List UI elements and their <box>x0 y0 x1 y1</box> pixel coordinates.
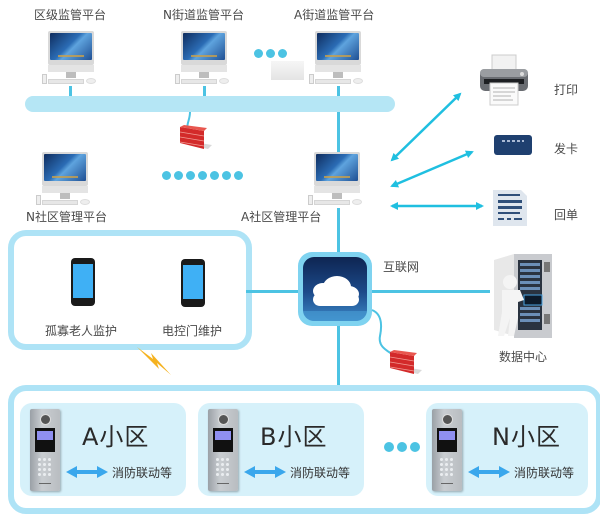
ellipsis-dot <box>174 171 183 180</box>
community-name: N小区 <box>492 423 561 451</box>
peripheral-label-card: 发卡 <box>554 142 579 156</box>
desktop-computer-icon <box>305 31 365 89</box>
ellipsis-dot <box>397 442 407 452</box>
door-intercom-panel-icon <box>208 409 238 491</box>
connector-line <box>337 208 340 254</box>
receipt-icon <box>493 190 527 226</box>
ellipsis-dot <box>186 171 195 180</box>
connector-line <box>337 86 340 97</box>
connector-line <box>337 326 340 390</box>
peripheral-label-receipt: 回单 <box>554 208 579 222</box>
ellipsis-dot <box>234 171 243 180</box>
data-center-label: 数据中心 <box>499 350 548 364</box>
firewall-icon <box>389 350 422 374</box>
platform-label-a-street: A街道监管平台 <box>294 8 375 22</box>
printer-icon <box>480 54 528 106</box>
platform-label-district: 区级监管平台 <box>34 8 107 22</box>
double-arrow-icon <box>66 466 108 478</box>
community-name: A小区 <box>82 423 150 451</box>
community-feature: 消防联动等 <box>112 466 173 480</box>
door-intercom-panel-icon <box>30 409 60 491</box>
firewall-icon <box>179 125 212 149</box>
platform-label-n-street: N街道监管平台 <box>163 8 244 22</box>
ellipsis-dot <box>222 171 231 180</box>
community-card-n: N小区 消防联动等 <box>426 403 588 496</box>
ellipsis-dot <box>278 49 287 58</box>
smartphone-icon <box>181 259 205 307</box>
door-intercom-panel-icon <box>432 409 462 491</box>
arrow-card <box>390 150 474 188</box>
ellipsis-dot <box>254 49 263 58</box>
ellipsis-dot <box>384 442 394 452</box>
connector-line <box>337 112 340 152</box>
ellipsis-dot <box>210 171 219 180</box>
mobile-apps-group: 孤寡老人监护 电控门维护 <box>8 230 252 350</box>
community-feature: 消防联动等 <box>290 466 351 480</box>
peripheral-label-print: 打印 <box>554 83 579 97</box>
internet-label: 互联网 <box>383 260 420 274</box>
ellipsis-dot <box>162 171 171 180</box>
cloud-icon <box>298 252 372 326</box>
mobile-label-door-maintenance: 电控门维护 <box>162 324 223 338</box>
network-bus <box>25 96 395 112</box>
community-card-a: A小区 消防联动等 <box>20 403 186 496</box>
connector-line <box>69 86 72 97</box>
firewall-cable <box>371 309 393 355</box>
platform-label-n-community: N社区管理平台 <box>26 210 107 224</box>
community-name: B小区 <box>260 423 328 451</box>
platform-label-a-community: A社区管理平台 <box>241 210 322 224</box>
communities-group: A小区 消防联动等 B小区 消防联动等 N小区 消防联动等 <box>8 385 600 514</box>
server-rack-icon <box>494 254 552 338</box>
desktop-computer-icon <box>38 31 98 89</box>
mobile-label-elderly-care: 孤寡老人监护 <box>45 324 118 338</box>
ellipsis-dot <box>266 49 275 58</box>
double-arrow-icon <box>244 466 286 478</box>
smartphone-icon <box>71 258 95 306</box>
ellipsis-dot <box>410 442 420 452</box>
double-arrow-icon <box>468 466 510 478</box>
community-card-b: B小区 消防联动等 <box>198 403 364 496</box>
community-feature: 消防联动等 <box>514 466 575 480</box>
connector-line <box>372 290 490 293</box>
desktop-computer-icon <box>32 152 92 210</box>
faded-device-icon <box>271 61 304 80</box>
desktop-computer-icon <box>304 152 364 210</box>
lightning-icon <box>137 347 171 375</box>
peripheral-arrows <box>390 92 484 210</box>
connector-line <box>203 86 206 97</box>
arrow-print <box>390 92 462 162</box>
ellipsis-dot <box>198 171 207 180</box>
card-icon <box>494 135 532 155</box>
desktop-computer-icon <box>171 31 231 89</box>
connector-line <box>246 290 298 293</box>
